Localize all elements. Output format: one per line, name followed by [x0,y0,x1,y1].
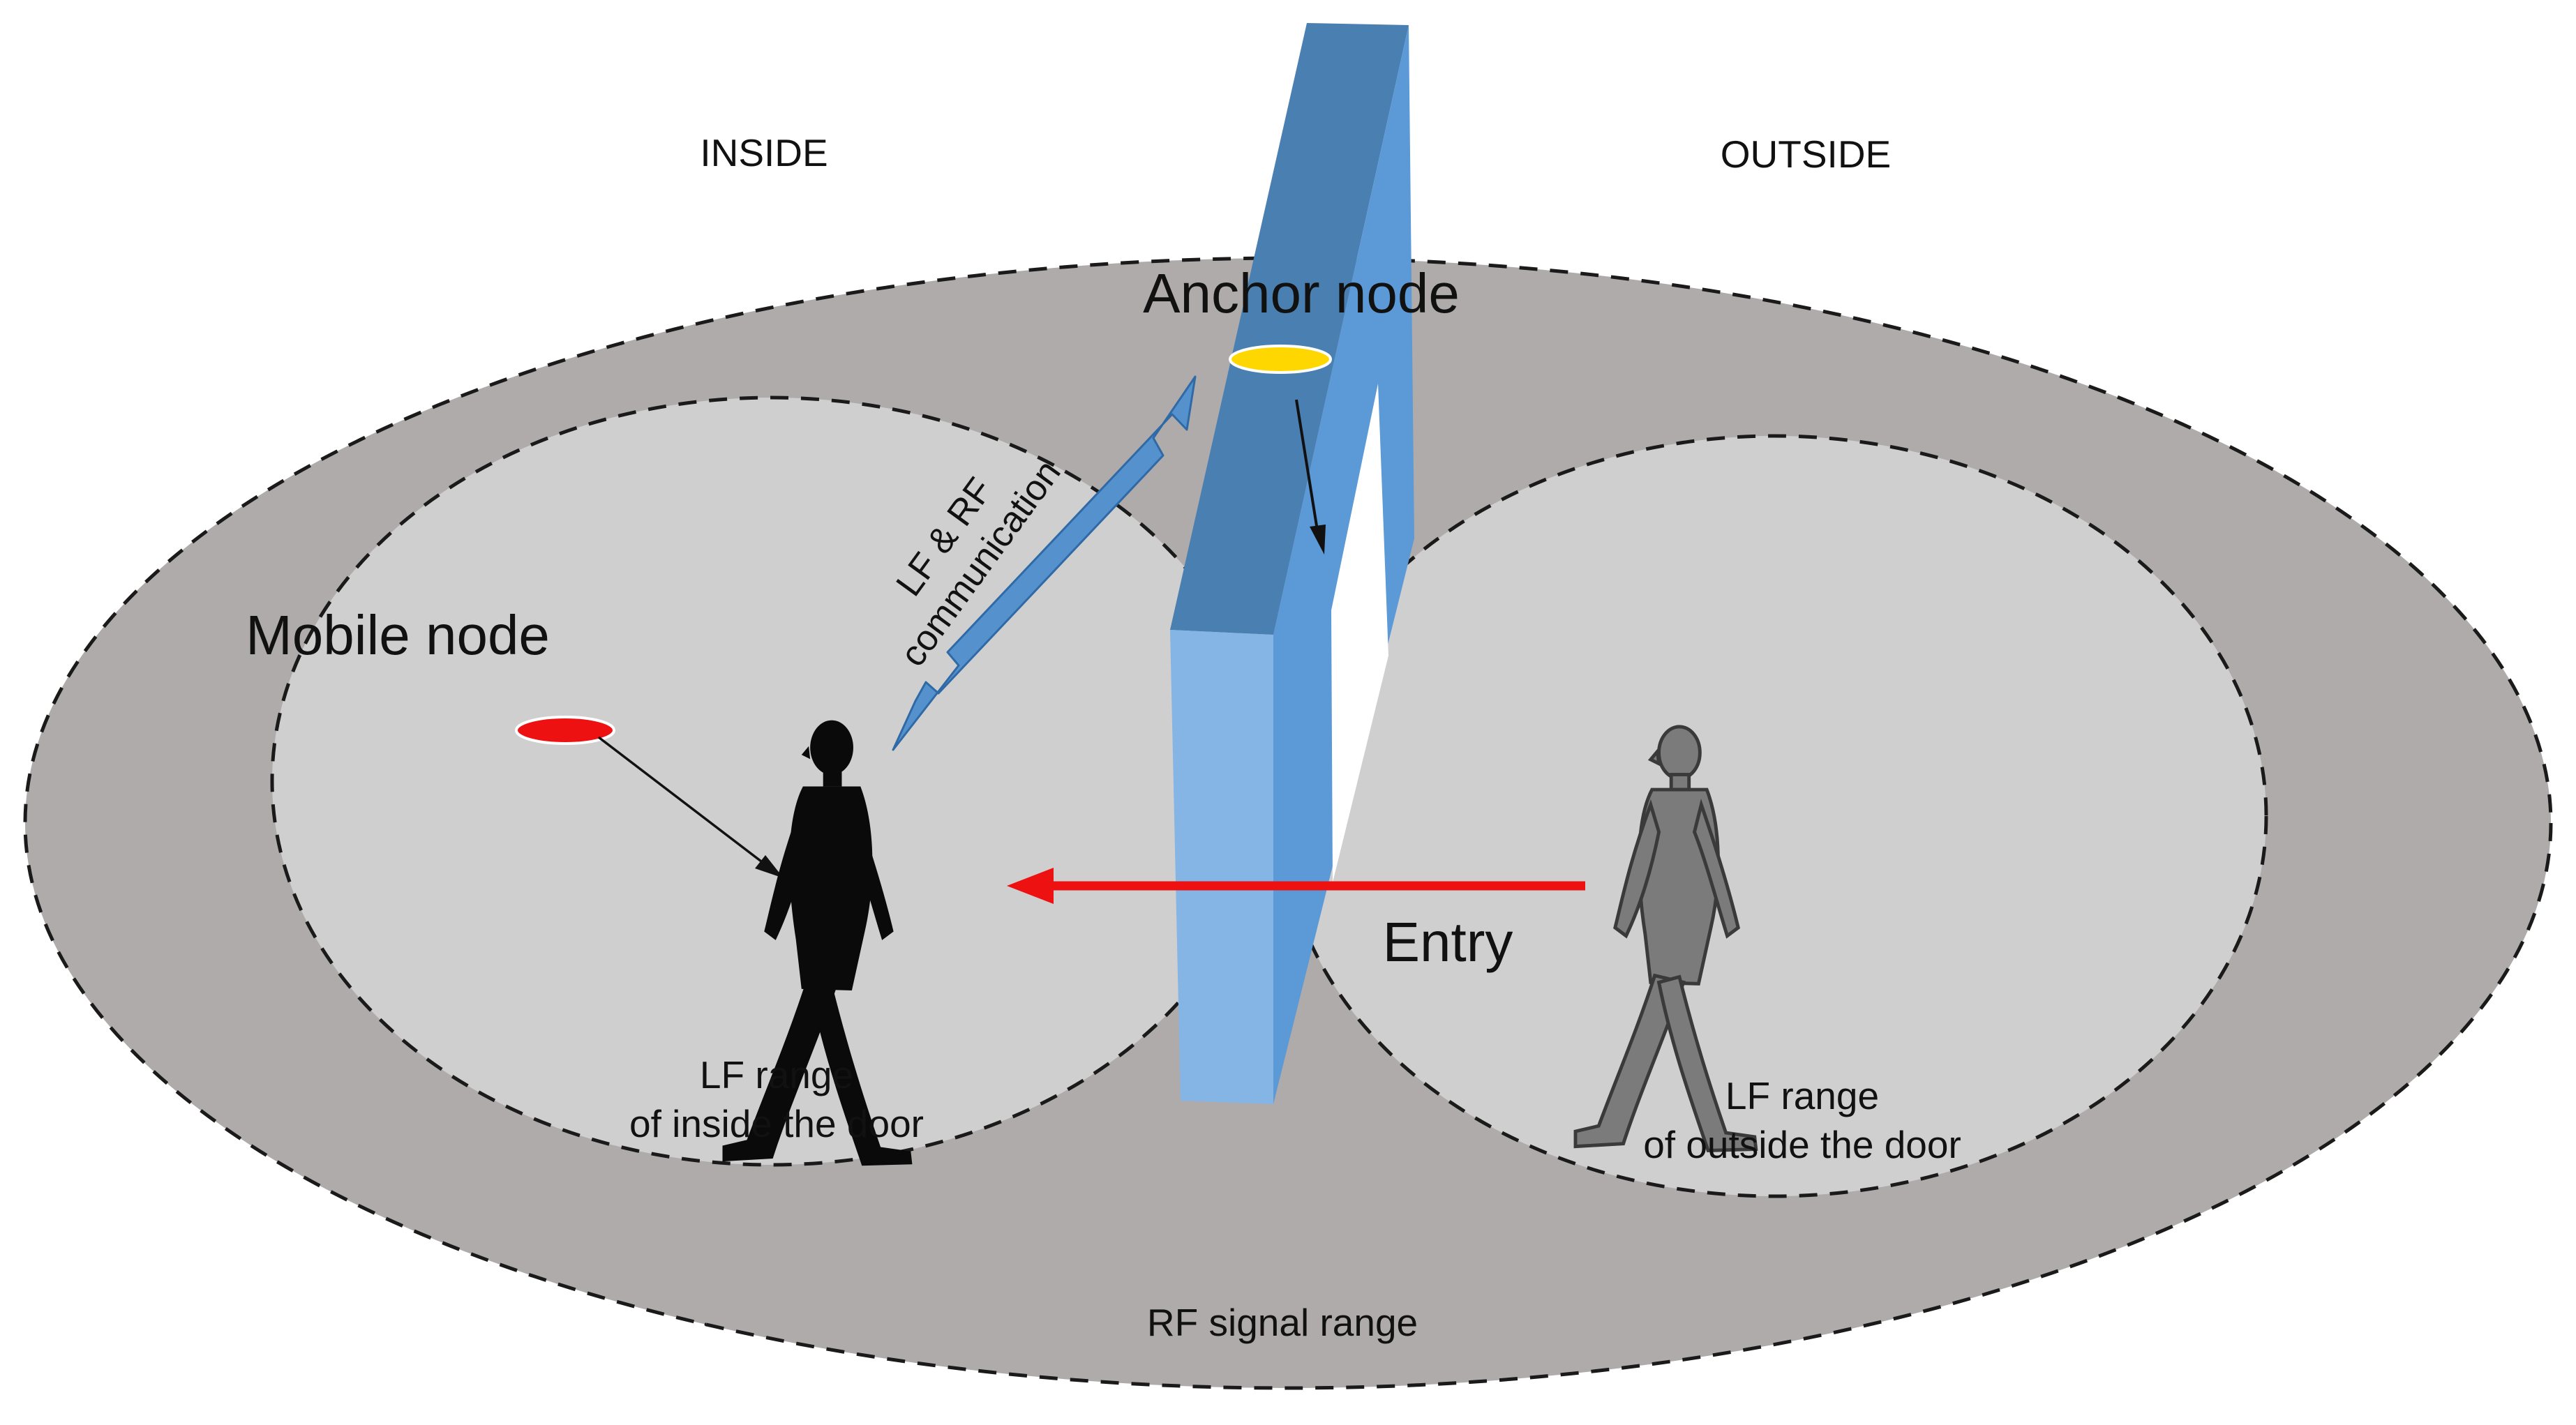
entry-label: Entry [1383,911,1513,973]
mobile-node-pointer-head [755,855,784,878]
lf-range-inside-zone [270,395,1272,1167]
mobile-node-marker [515,716,615,745]
lf-inside-label-line1: LF range [700,1053,853,1096]
anchor-node-pointer-head [1310,525,1326,555]
rf-signal-range-label: RF signal range [1147,1301,1418,1344]
lf-outside-label-line2: of outside the door [1643,1123,1961,1166]
mobile-node-pointer [597,736,765,865]
entry-arrow-head [1007,868,1054,904]
outside-label: OUTSIDE [1721,133,1891,176]
anchor-node-label: Anchor node [1143,262,1460,324]
lf-range-outside-zone [1280,434,2268,1198]
anchor-node-marker [1229,345,1332,374]
door-wall-front-face [1170,630,1273,1104]
lf-outside-label-line1: LF range [1725,1074,1879,1117]
door-wall-top-face [1170,23,1409,635]
lf-inside-label-line2: of inside the door [629,1102,924,1145]
inside-label: INSIDE [700,131,828,174]
mobile-node-label: Mobile node [246,604,550,666]
door-opening [1331,384,1388,882]
anchor-node-pointer [1295,399,1319,531]
lf-rf-communication-arrow [892,375,1197,751]
